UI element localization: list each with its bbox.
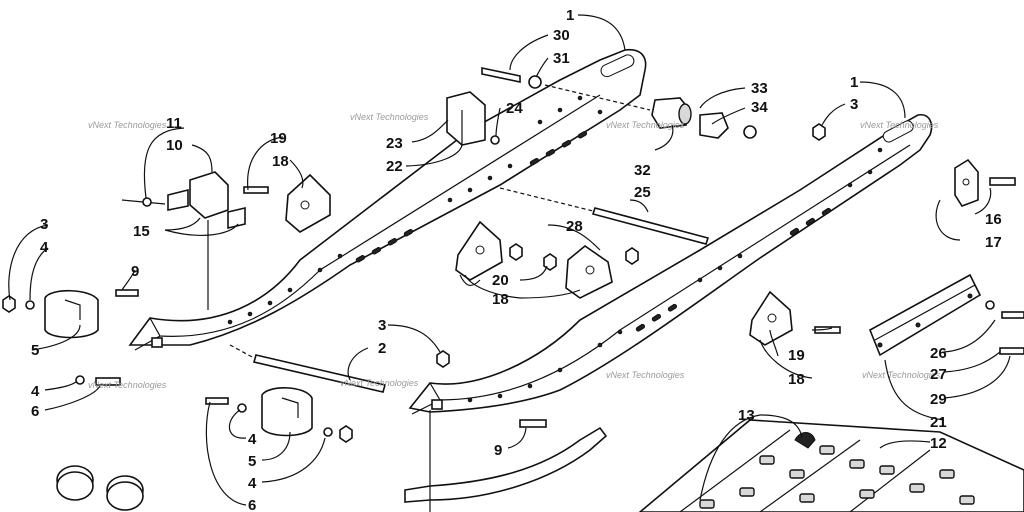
callout-20: 20	[492, 272, 509, 289]
end-bracket	[954, 158, 979, 207]
callout-10: 10	[166, 137, 183, 154]
callout-16: 16	[985, 211, 1002, 228]
callout-18: 18	[788, 371, 805, 388]
callout-2: 2	[378, 340, 386, 357]
callout-3: 3	[378, 317, 386, 334]
callout-30: 30	[553, 27, 570, 44]
callout-21: 21	[930, 414, 947, 431]
callout-6: 6	[248, 497, 256, 512]
callout-labels: 1 30 31 33 34 1 3 24 23 22 11 10 19 18 3…	[31, 7, 1002, 512]
watermark-text: vNext Technologies	[606, 120, 685, 130]
rear-bar	[868, 273, 1024, 357]
switch-assembly	[121, 171, 246, 310]
callout-1: 1	[850, 74, 858, 91]
callout-9: 9	[131, 263, 139, 280]
watermark-text: vNext Technologies	[860, 120, 939, 130]
track	[638, 419, 1024, 512]
wear-strip	[404, 426, 608, 503]
left-rail-slots	[355, 131, 588, 263]
callout-3: 3	[40, 216, 48, 233]
callout-9: 9	[494, 442, 502, 459]
watermark-text: vNext Technologies	[606, 370, 685, 380]
callout-4: 4	[248, 475, 257, 492]
callout-18: 18	[492, 291, 509, 308]
callout-13: 13	[738, 407, 755, 424]
watermark-text: vNext Technologies	[350, 112, 429, 122]
callout-6: 6	[31, 403, 39, 420]
callout-11: 11	[166, 115, 182, 132]
fasteners	[2, 123, 1016, 443]
left-slide-rail	[128, 48, 647, 351]
callout-25: 25	[634, 184, 651, 201]
callout-19: 19	[270, 130, 287, 147]
callout-4: 4	[31, 383, 40, 400]
callout-3: 3	[850, 96, 858, 113]
callout-33: 33	[751, 80, 768, 97]
callout-1: 1	[566, 7, 574, 24]
callout-5: 5	[31, 342, 39, 359]
cross-shafts	[229, 187, 710, 393]
callout-32: 32	[634, 162, 651, 179]
callout-28: 28	[566, 218, 583, 235]
callout-12: 12	[930, 435, 947, 452]
callout-31: 31	[553, 50, 570, 67]
callout-34: 34	[751, 99, 768, 116]
watermarks: vNext Technologies vNext Technologies vN…	[88, 112, 941, 390]
right-rail-slots	[635, 207, 832, 332]
callout-23: 23	[386, 135, 403, 152]
leader-lines	[8, 14, 1011, 512]
callout-5: 5	[248, 453, 256, 470]
callout-22: 22	[386, 158, 403, 175]
callout-19: 19	[788, 347, 805, 364]
callout-4: 4	[40, 239, 49, 256]
track-cleats	[699, 445, 975, 509]
right-slide-rail	[408, 114, 933, 415]
callout-29: 29	[930, 391, 947, 408]
watermark-text: vNext Technologies	[88, 380, 167, 390]
mount-brackets	[285, 173, 793, 346]
callout-24: 24	[506, 100, 523, 117]
watermark-text: vNext Technologies	[340, 378, 419, 388]
watermark-text: vNext Technologies	[88, 120, 167, 130]
callout-17: 17	[985, 234, 1002, 251]
right-rail-holes	[467, 147, 883, 403]
callout-27: 27	[930, 366, 947, 383]
callout-4: 4	[248, 431, 257, 448]
callout-15: 15	[133, 223, 150, 240]
callout-26: 26	[930, 345, 947, 362]
hose-clamps	[56, 465, 144, 511]
bumper-block	[446, 91, 500, 146]
left-rail-holes	[227, 95, 603, 325]
bumpers	[44, 289, 313, 437]
watermark-text: vNext Technologies	[862, 370, 941, 380]
callout-18: 18	[272, 153, 289, 170]
